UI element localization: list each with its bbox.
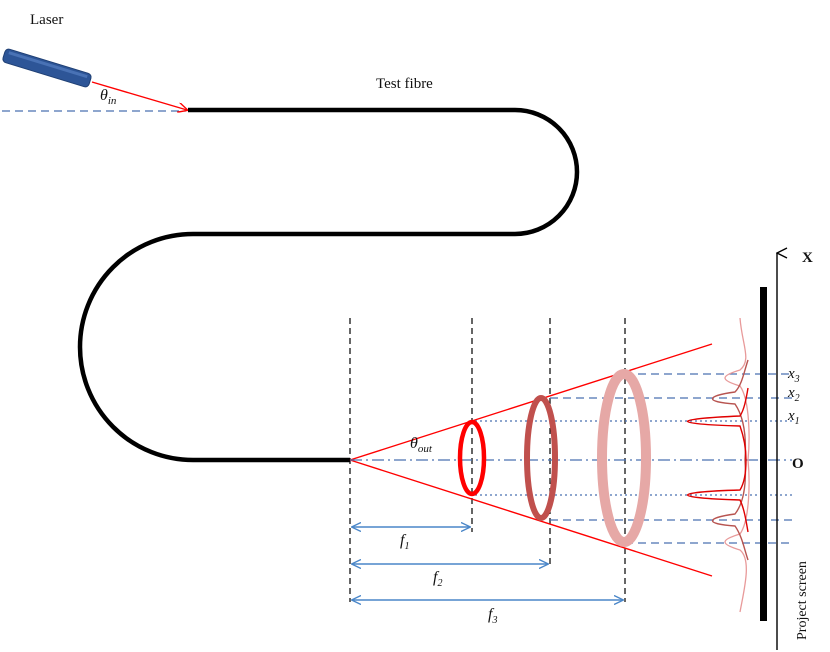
x2-symbol: x (787, 385, 795, 401)
x3-label: x3 (787, 366, 800, 385)
x2-sub: 2 (795, 393, 800, 404)
x-axis-label: X (802, 250, 813, 266)
beam-edge-upper (349, 343, 713, 461)
x2-label: x2 (787, 385, 800, 404)
x3-symbol: x (787, 366, 795, 382)
f3-symbol: f (488, 606, 495, 623)
ring-f2 (524, 395, 558, 521)
ring-f3 (597, 369, 651, 547)
x1-symbol: x (787, 408, 795, 424)
f1-sub: 1 (404, 541, 409, 552)
theta-in-symbol: θ (100, 87, 108, 104)
theta-out-symbol: θ (410, 435, 418, 452)
f2-sub: 2 (437, 578, 442, 589)
laser-device (2, 48, 92, 88)
theta-in-label: θin (100, 87, 117, 107)
theta-in-sub: in (108, 95, 117, 107)
beam-edge-lower (349, 459, 713, 577)
f1-symbol: f (400, 532, 407, 549)
project-screen-label: Project screen (795, 561, 810, 640)
ring-f1 (457, 419, 487, 497)
f2-symbol: f (433, 569, 440, 586)
test-fibre (77, 107, 580, 463)
f3-sub: 3 (491, 615, 497, 626)
f2-label: f2 (433, 569, 442, 589)
x3-sub: 3 (794, 374, 800, 385)
theta-out-label: θout (410, 435, 433, 455)
theta-out-sub: out (418, 443, 433, 455)
incident-ray (91, 81, 187, 110)
x1-label: x1 (787, 408, 800, 427)
profile-f2 (712, 359, 749, 561)
laser-label: Laser (30, 12, 63, 28)
f1-label: f1 (400, 532, 409, 552)
profile-f3 (724, 317, 750, 613)
x1-sub: 1 (795, 416, 800, 427)
f3-label: f3 (488, 606, 497, 626)
project-screen (760, 287, 767, 621)
test-fibre-label: Test fibre (376, 76, 433, 92)
origin-label: O (792, 456, 804, 472)
profile-f1 (687, 387, 749, 533)
